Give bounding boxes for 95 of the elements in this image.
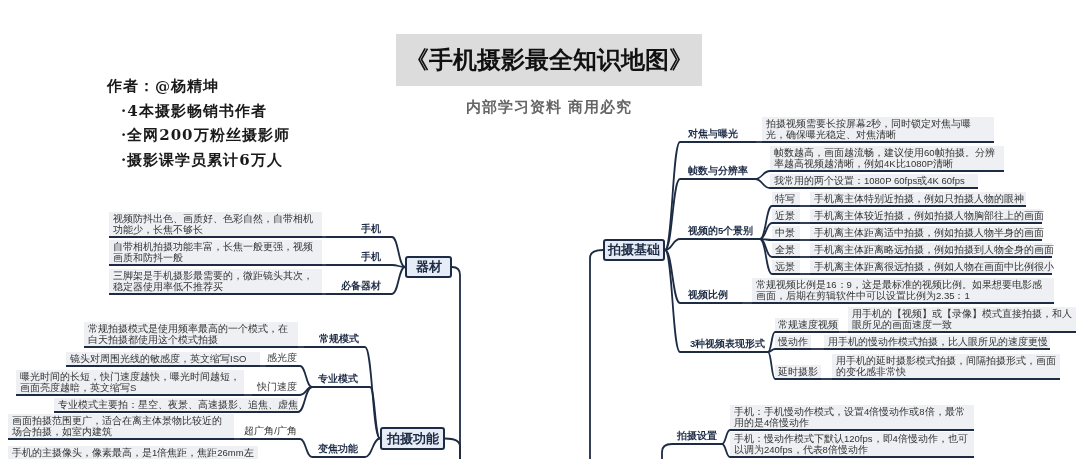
connector-line <box>259 365 267 367</box>
author-line: 作者：@杨精坤 <box>107 77 219 95</box>
connector-line <box>299 438 313 458</box>
connector-line <box>243 394 253 396</box>
connector-line <box>759 205 773 240</box>
connector-line <box>820 378 833 380</box>
connector-line <box>799 222 811 224</box>
connector-line <box>664 249 681 353</box>
note-box: 拍摄视频需要长按屏幕2秒，同时锁定对焦与曝光，确保曝光稳定、对焦清晰 <box>762 117 994 143</box>
note-box: 曝光时间的长短，快门速度越快，曝光时间越短，画面亮度越暗，英文缩写S <box>16 370 244 396</box>
connector-line <box>321 293 327 295</box>
branch-topic: 帧数与分辨率 <box>680 165 755 180</box>
note-box: 专业模式主要拍：星空、夜景、高速摄影、追焦、虚焦 <box>54 398 298 413</box>
note-box: 手机：慢动作模式下默认120fps，即4倍慢动作，也可以调为240fps，代表8倍慢动作 <box>730 432 974 458</box>
branch-topic: 对焦与曝光 <box>680 128 756 143</box>
note-box: 手机的主摄像头，像素最高，是1倍焦距，焦距26mm左 <box>8 446 258 459</box>
tag-box: 远景 <box>772 260 800 275</box>
note-box: 手机离主体距离适中拍摄，例如拍摄人物半身的画面 <box>810 226 1042 241</box>
topic-box: 器材 <box>405 256 452 278</box>
connector-line <box>233 438 241 440</box>
connector-line <box>297 386 313 413</box>
tag-box: 延时摄影 <box>775 365 821 380</box>
branch-topic: 手机 <box>326 251 392 266</box>
connector-line <box>391 236 406 268</box>
branch-topic: 拍摄设置 <box>672 430 722 445</box>
note-box: 自带相机拍摄功能丰富，长焦一般更强，视频画质和防抖一般 <box>109 240 322 266</box>
connector-line <box>299 365 313 388</box>
note-box: 我常用的两个设置：1080P 60fps或4K 60fps <box>770 174 978 189</box>
connector-line <box>767 348 776 353</box>
branch-topic: 专业模式 <box>312 373 370 388</box>
connector-line <box>759 238 773 275</box>
note-box: 画面拍摄范围更广，适合在离主体景物比较近的场合拍摄，如室内建筑 <box>8 414 234 440</box>
tag-box: 近景 <box>772 209 800 224</box>
note-box: 三脚架是手机摄影最需要的，微距镜头其次，稳定器使用率低不推荐买 <box>109 269 322 295</box>
topic-box: 拍摄基础 <box>603 239 665 261</box>
connector-line <box>799 239 811 241</box>
tag-box: 慢动作 <box>775 335 811 350</box>
tag-box: 特写 <box>772 192 800 207</box>
note-box: 镜头对周围光线的敏感度，英文缩写ISO <box>66 352 260 367</box>
note-box: 常规拍摄模式是使用频率最高的一个模式，在白天拍摄都使用这个模式拍摄 <box>84 322 298 348</box>
connector-line <box>754 178 771 189</box>
connector-line <box>767 331 776 353</box>
connector-line <box>838 331 849 333</box>
topic-box: 拍摄功能 <box>380 427 445 450</box>
branch-topic: 视频的5个景别 <box>680 225 760 240</box>
branch-topic: 必备器材 <box>326 280 392 295</box>
connector-line <box>369 386 381 440</box>
tag-box: 常规速度视频 <box>775 318 839 333</box>
branch-topic: 手机 <box>326 223 392 238</box>
connector-line <box>444 437 461 459</box>
connector-line <box>799 273 811 275</box>
note-box: 用手机的延时摄影模式拍摄，间隔拍摄形式，画面的变化感非常快 <box>832 354 1060 380</box>
connector-line <box>799 205 811 207</box>
connector-line <box>810 348 825 350</box>
branch-topic: 视频比例 <box>680 289 742 304</box>
branch-topic: 变焦功能 <box>312 443 365 458</box>
branch-label: 快门速度 <box>252 381 300 396</box>
author-line: ·4本摄影畅销书作者 <box>121 102 267 120</box>
subtitle-text: 内部学习资料 商用必究 <box>466 98 633 116</box>
tag-box: 中景 <box>772 226 800 241</box>
note-box: 帧数越高，画面越流畅，建议使用60帧拍摄。分辨率越高视频越清晰，例如4K比1080P清晰 <box>770 146 1004 172</box>
connector-line <box>661 443 673 459</box>
branch-topic: 3种视频表现形式 <box>680 338 768 353</box>
connector-line <box>364 346 381 440</box>
note-box: 手机离主体距离略远拍摄，例如拍摄到人物全身的画面 <box>810 243 1052 258</box>
author-line: ·摄影课学员累计6万人 <box>121 151 283 169</box>
note-box: 手机离主体距离很远拍摄，例如人物在画面中比例很小 <box>810 260 1052 275</box>
connector-line <box>391 266 406 295</box>
connector-line <box>364 437 381 458</box>
connector-line <box>767 351 776 380</box>
connector-line <box>759 222 773 240</box>
note-box: 手机离主体较近拍摄，例如拍摄人物胸部往上的画面 <box>810 209 1042 224</box>
title-banner: 《手机摄影最全知识地图》 <box>396 34 702 86</box>
note-box: 手机：手机慢动作模式，设置4倍慢动作或8倍，最常用的是4倍慢动作 <box>730 405 974 431</box>
connector-line <box>799 256 811 258</box>
note-box: 手机离主体特别近拍摄，例如只拍摄人物的眼神 <box>810 192 1026 207</box>
branch-label: 感光度 <box>266 352 300 367</box>
connector-line <box>321 236 327 238</box>
note-box: 用手机的慢动作模式拍摄，比人眼所见的速度更慢 <box>824 335 1050 350</box>
note-box: 用手机的【视频】或【录像】模式直接拍摄，和人眼所见的画面速度一致 <box>848 307 1076 333</box>
connector-line <box>297 346 305 348</box>
note-box: 视频防抖出色、画质好、色彩自然，自带相机功能少，长焦不够长 <box>109 212 322 238</box>
connector-line <box>755 141 763 143</box>
connector-line <box>321 264 327 266</box>
tag-box: 全景 <box>772 243 800 258</box>
connector-line <box>721 443 731 458</box>
author-line: ·全网200万粉丝摄影师 <box>121 126 290 144</box>
connector-line <box>741 302 753 304</box>
connector-line <box>664 238 681 251</box>
note-box: 常规视频比例是16：9，这是最标准的视频比例。如果想要电影感画面，后期在剪辑软件中可以设置比例为2.35：1 <box>752 278 1054 304</box>
connector-line <box>664 178 681 251</box>
branch-topic: 常规模式 <box>304 333 365 348</box>
connector-line <box>664 249 681 304</box>
branch-label: 超广角/广角 <box>240 425 300 440</box>
connector-line <box>759 238 773 258</box>
